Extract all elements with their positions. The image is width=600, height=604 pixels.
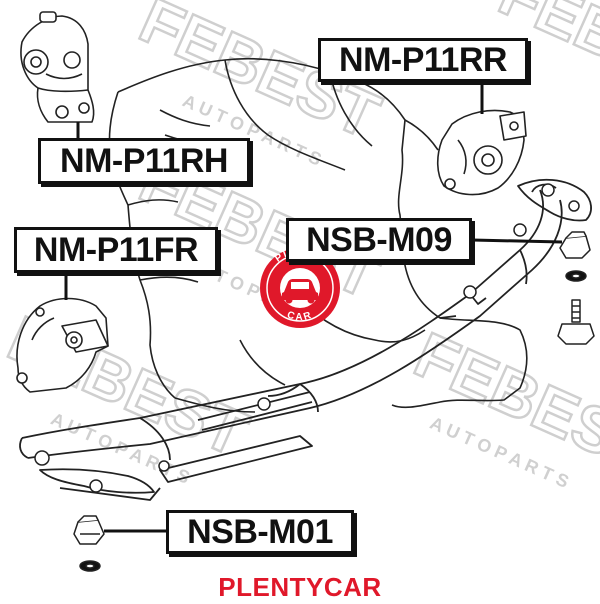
hardware-nsb-m09 [557, 231, 595, 345]
car-icon [282, 279, 318, 304]
subframe-holes [34, 183, 580, 493]
footer-brand: PLENTYCAR [218, 572, 382, 602]
part-label-nm-p11rh: NM-P11RH [38, 138, 250, 184]
mount-nm-p11fr [16, 297, 109, 393]
svg-text:CAR: CAR [286, 310, 315, 323]
mount-nm-p11rr [436, 109, 527, 196]
leader-m09 [471, 238, 563, 244]
hardware-nsb-m01 [73, 515, 105, 572]
part-label-nsb-m09: NSB-M09 [286, 218, 472, 262]
part-label-nm-p11rr: NM-P11RR [318, 38, 528, 82]
subframe [19, 178, 592, 501]
logo-bottom-text: CAR [286, 310, 313, 323]
part-label-nm-p11fr: NM-P11FR [14, 227, 218, 273]
mount-nm-p11rh [20, 11, 95, 123]
part-label-nsb-m01: NSB-M01 [166, 510, 354, 554]
